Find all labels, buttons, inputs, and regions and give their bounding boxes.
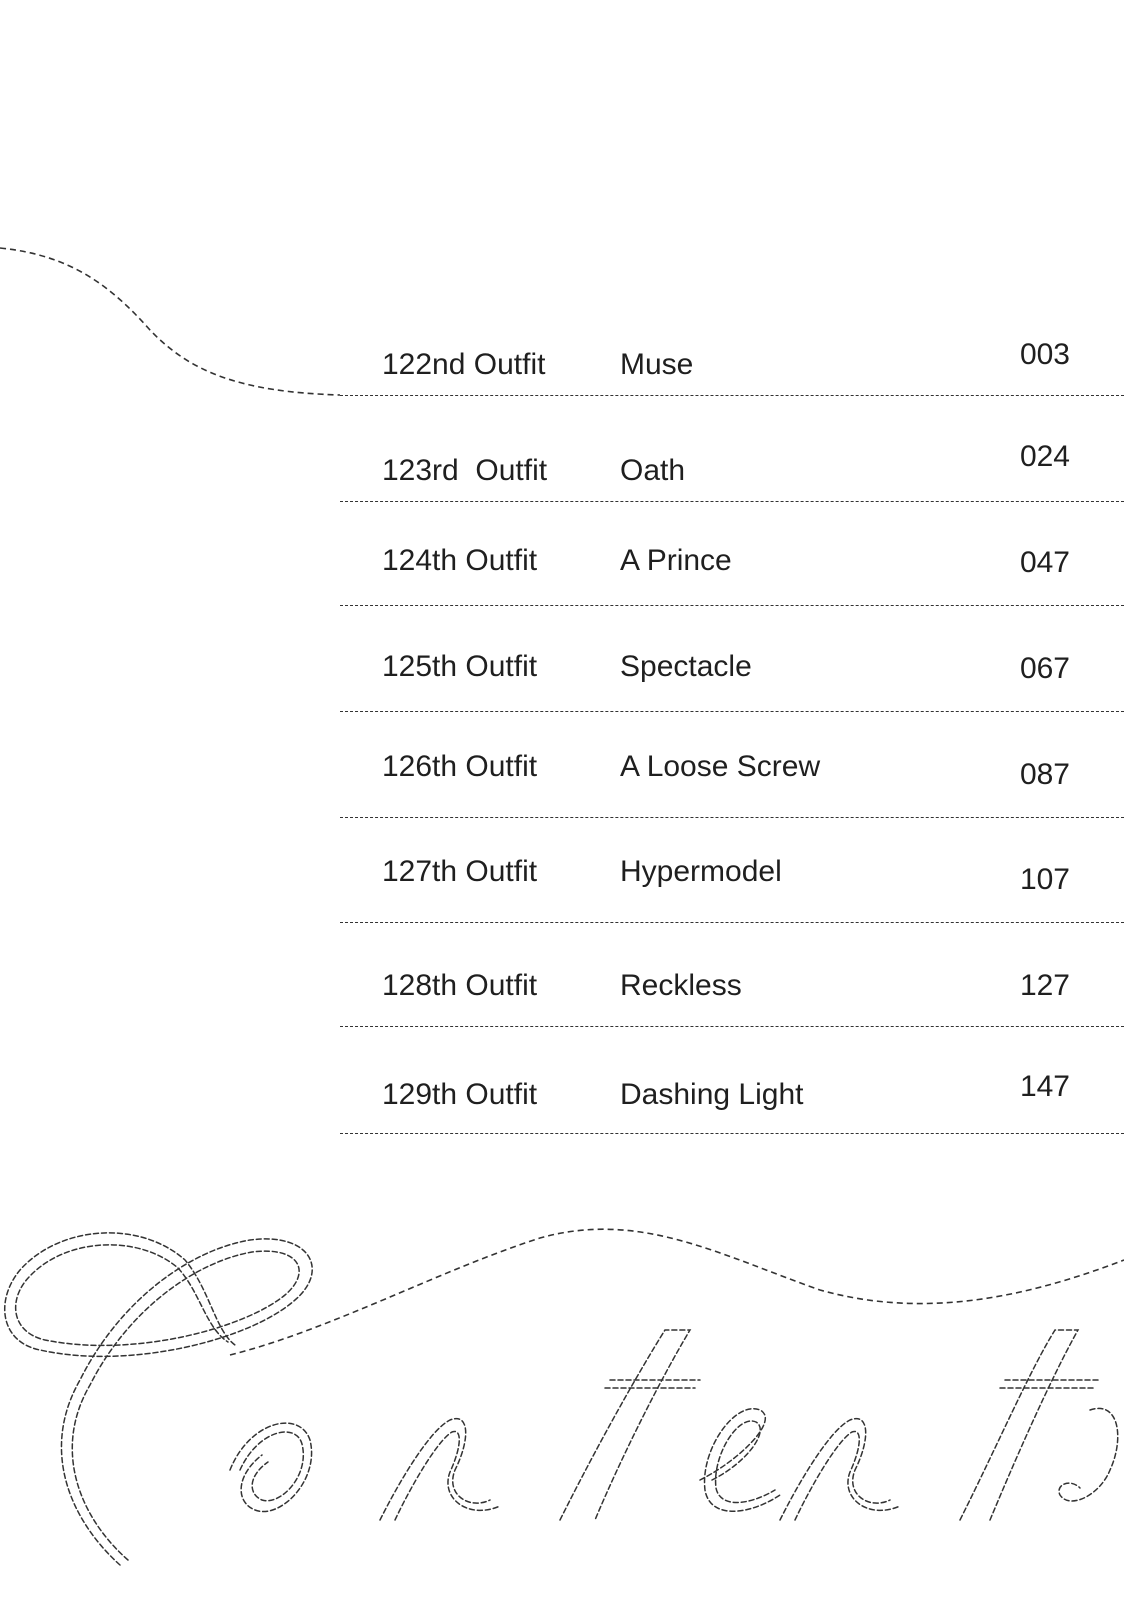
dashed-rule — [340, 1026, 1124, 1027]
chapter-number: 122nd Outfit — [382, 348, 546, 381]
chapter-title: Spectacle — [620, 650, 752, 683]
page-number: 067 — [1019, 652, 1070, 685]
chapter-title: Oath — [620, 454, 686, 487]
chapter-number: 124th Outfit — [382, 544, 538, 577]
toc-entry-129[interactable]: 129th Outfit Dashing Light 147 — [340, 1060, 1124, 1134]
chapter-number: 128th Outfit — [382, 969, 538, 1002]
dashed-rule — [340, 817, 1124, 818]
chapter-number: 123rd Outfit — [382, 454, 548, 487]
toc-entry-124[interactable]: 124th Outfit A Prince 047 — [340, 530, 1124, 606]
dashed-rule — [340, 711, 1124, 712]
toc-entry-123[interactable]: 123rd Outfit Oath 024 — [340, 430, 1124, 502]
page-number: 024 — [1019, 440, 1070, 473]
toc-entry-122[interactable]: 122nd Outfit Muse 003 — [340, 330, 1124, 396]
dashed-rule — [340, 922, 1124, 923]
chapter-title: A Loose Screw — [620, 750, 821, 783]
dashed-rule — [340, 501, 1124, 502]
page-number: 147 — [1019, 1070, 1070, 1103]
chapter-number: 129th Outfit — [382, 1078, 538, 1111]
toc-entry-125[interactable]: 125th Outfit Spectacle 067 — [340, 636, 1124, 712]
toc-entry-127[interactable]: 127th Outfit Hypermodel 107 — [340, 845, 1124, 923]
chapter-title: Hypermodel — [620, 855, 782, 888]
table-of-contents: 122nd Outfit Muse 003 123rd Outfit Oath … — [340, 0, 1124, 1160]
chapter-title: Muse — [620, 348, 694, 381]
toc-entry-126[interactable]: 126th Outfit A Loose Screw 087 — [340, 740, 1124, 818]
page-number: 047 — [1019, 546, 1070, 579]
page-number: 087 — [1019, 758, 1070, 791]
dashed-rule — [340, 395, 1124, 396]
chapter-number: 125th Outfit — [382, 650, 538, 683]
chapter-number: 126th Outfit — [382, 750, 538, 783]
dashed-rule — [340, 605, 1124, 606]
chapter-number: 127th Outfit — [382, 855, 538, 888]
page-number: 003 — [1019, 338, 1070, 371]
toc-entry-128[interactable]: 128th Outfit Reckless 127 — [340, 955, 1124, 1027]
bottom-stitch-wave — [229, 1228, 1124, 1356]
page-number: 127 — [1019, 969, 1070, 1002]
chapter-title: Reckless — [620, 969, 742, 1002]
page-number: 107 — [1019, 863, 1070, 896]
top-stitch-curve — [0, 247, 341, 396]
dashed-rule — [340, 1133, 1124, 1134]
chapter-title: Dashing Light — [620, 1078, 804, 1111]
chapter-title: A Prince — [620, 544, 732, 577]
